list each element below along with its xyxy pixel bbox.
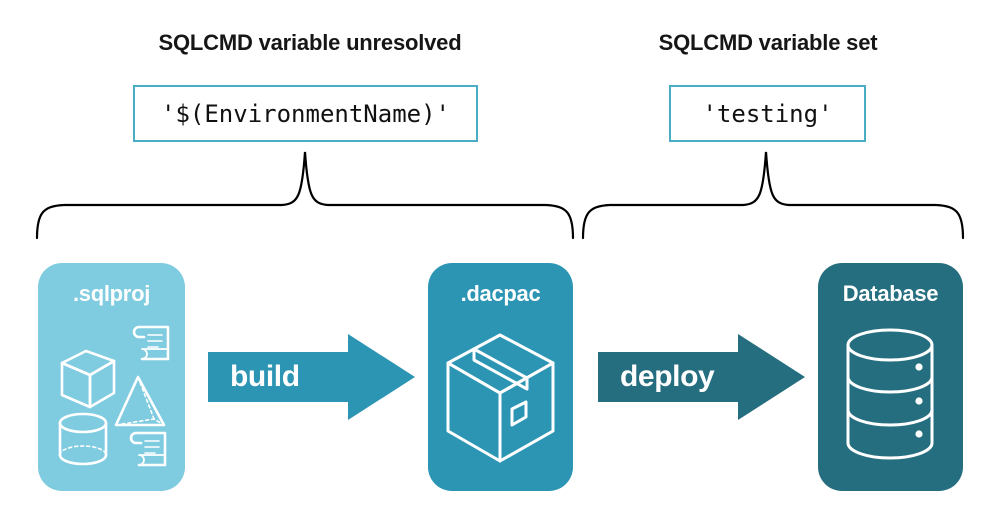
code-box-environment-name: '$(EnvironmentName)' (133, 85, 478, 142)
arrow-build: build (208, 334, 415, 420)
pyramid-icon (114, 375, 166, 427)
right-curly-brace (581, 151, 965, 240)
stage-box-dacpac: .dacpac (428, 263, 573, 491)
script-scroll-icon (132, 325, 170, 361)
arrow-deploy: deploy (598, 334, 805, 420)
brace-connectors (35, 151, 965, 240)
heading-sqlcmd-variable-set: SQLCMD variable set (658, 30, 878, 55)
script-scroll-icon (129, 431, 167, 467)
package-box-icon (446, 333, 555, 463)
arrow-deploy-shape (598, 334, 805, 420)
database-artwork (846, 328, 934, 460)
database-cylinder-icon (846, 328, 934, 460)
stage-box-database: Database (818, 263, 963, 491)
cylinder-icon (58, 412, 108, 466)
stage-box-sqlproj: .sqlproj (38, 263, 185, 491)
cube-icon (60, 349, 116, 409)
sqlproj-artwork (58, 325, 170, 467)
code-box-testing: 'testing' (669, 85, 866, 142)
heading-sqlcmd-variable-unresolved: SQLCMD variable unresolved (158, 30, 462, 55)
stage-label-sqlproj: .sqlproj (72, 281, 151, 306)
stage-label-database: Database (842, 281, 939, 306)
left-curly-brace (35, 151, 575, 240)
dacpac-artwork (446, 333, 555, 463)
arrow-build-shape (208, 334, 415, 420)
stage-label-dacpac: .dacpac (460, 281, 541, 306)
